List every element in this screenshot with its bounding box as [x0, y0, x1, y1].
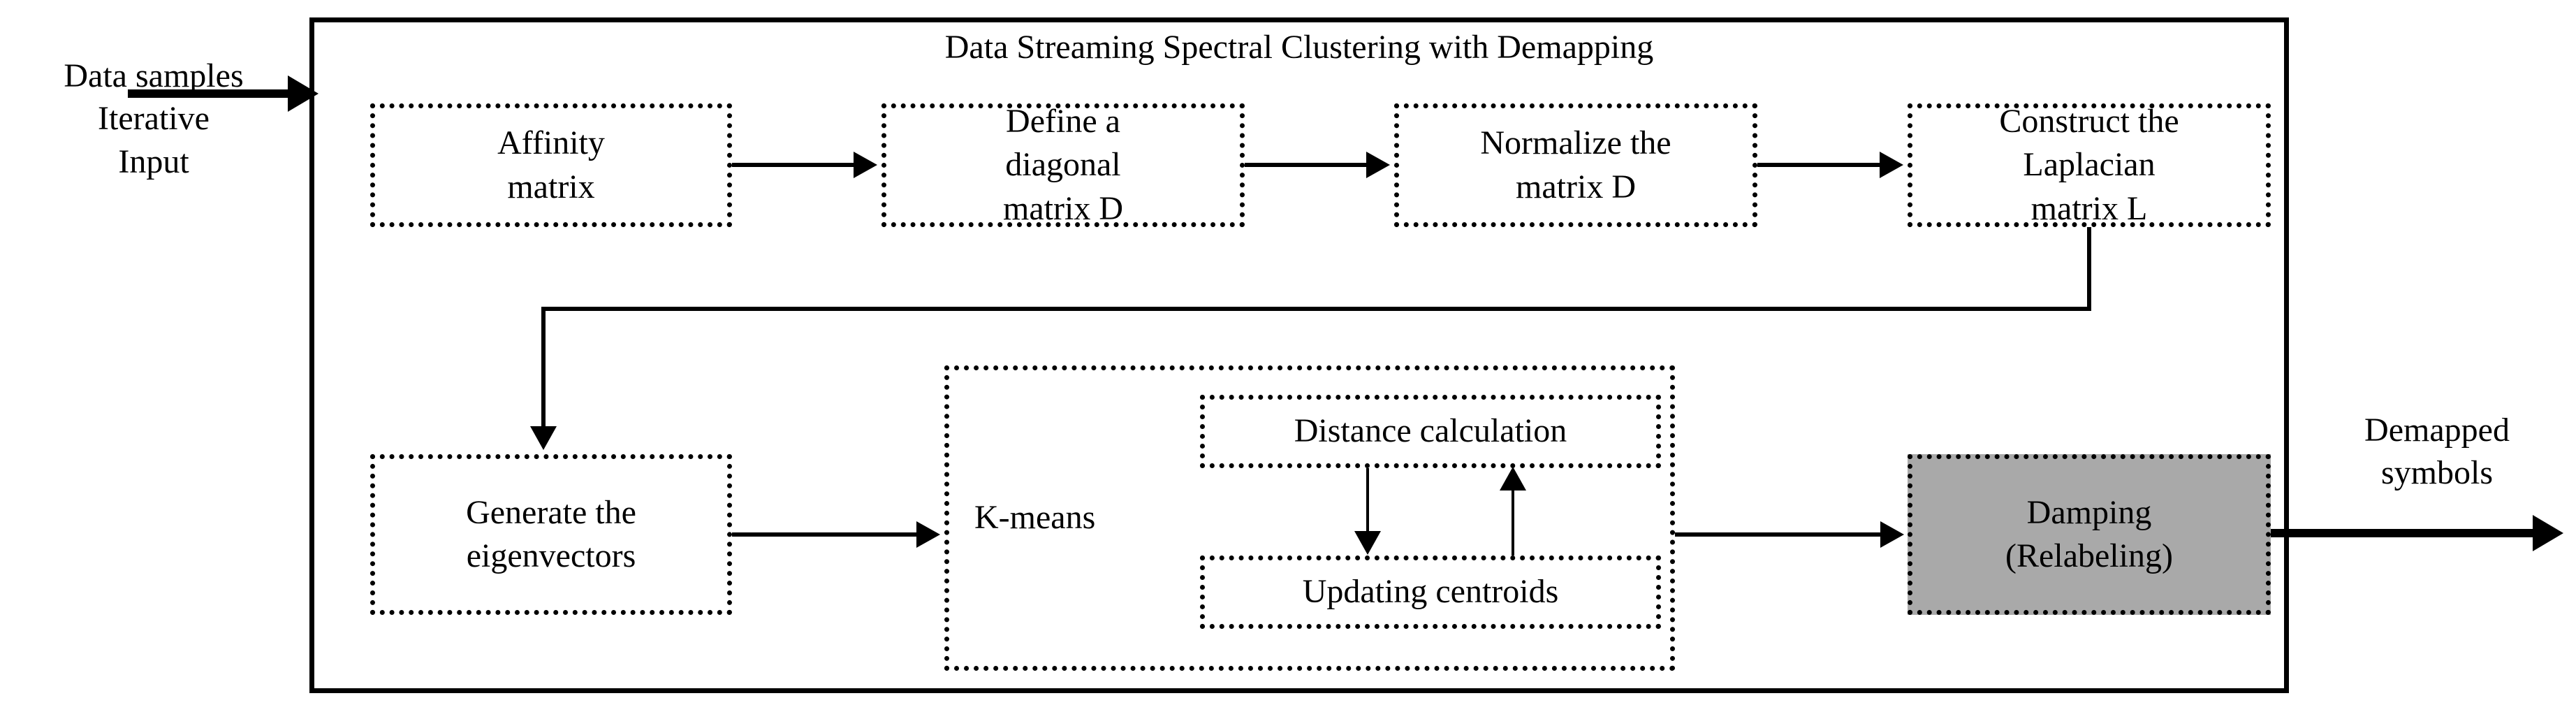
output-label-line-1: Demapped — [2364, 412, 2510, 449]
step-damping-relabeling-line-1: Damping — [2026, 493, 2152, 531]
connector-diagonal-to-normalize-head — [1366, 152, 1390, 178]
step-construct-laplacian-line-2: Laplacian — [2023, 146, 2156, 184]
output-label-line-2: symbols — [2380, 454, 2494, 492]
step-define-diagonal-matrix[interactable]: Define a diagonal matrix D — [881, 103, 1245, 227]
input-arrow-shaft — [128, 89, 294, 98]
step-generate-eigenvectors-line-1: Generate the — [466, 493, 636, 531]
step-construct-laplacian[interactable]: Construct the Laplacian matrix L — [1908, 103, 2271, 227]
connector-kmeans-to-damping-shaft — [1675, 532, 1885, 537]
connector-normalize-to-laplacian-head — [1880, 152, 1903, 178]
step-normalize-matrix-line-2: matrix D — [1516, 168, 1636, 205]
pipeline-container — [309, 17, 2289, 693]
step-define-diagonal-matrix-line-1: Define a — [1006, 102, 1120, 140]
connector-updating-to-distance-shaft — [1512, 489, 1514, 555]
step-normalize-matrix-line-1: Normalize the — [1480, 124, 1671, 162]
step-affinity-matrix-line-1: Affinity — [497, 124, 605, 162]
step-define-diagonal-matrix-line-2: diagonal — [1005, 146, 1121, 184]
diagram-title: Data Streaming Spectral Clustering with … — [944, 29, 1654, 66]
input-label-line-1: Data samples — [64, 57, 244, 94]
step-define-diagonal-matrix-line-3: matrix D — [1003, 189, 1123, 227]
step-generate-eigenvectors[interactable]: Generate the eigenvectors — [370, 454, 732, 615]
connector-laplacian-left-segment — [541, 307, 2091, 311]
connector-diagonal-to-normalize-shaft — [1245, 163, 1370, 167]
step-updating-centroids-label: Updating centroids — [1302, 573, 1559, 611]
step-damping-relabeling-line-2: (Relabeling) — [2005, 537, 2173, 574]
connector-affinity-to-diagonal-head — [854, 152, 877, 178]
step-normalize-matrix[interactable]: Normalize the matrix D — [1394, 103, 1757, 227]
step-damping-relabeling[interactable]: Damping (Relabeling) — [1908, 454, 2271, 615]
connector-distance-to-updating-shaft — [1366, 468, 1369, 535]
connector-laplacian-down-segment — [2087, 227, 2091, 311]
input-label-line-3: Input — [118, 143, 189, 180]
connector-eigenvectors-to-kmeans-head — [916, 521, 940, 548]
step-updating-centroids[interactable]: Updating centroids — [1200, 555, 1661, 629]
step-generate-eigenvectors-line-2: eigenvectors — [466, 537, 636, 574]
connector-affinity-to-diagonal-shaft — [732, 163, 858, 167]
output-label: Demapped symbols — [2298, 409, 2576, 495]
input-label-line-2: Iterative — [98, 100, 210, 138]
input-arrow-head — [288, 75, 319, 112]
step-distance-calculation-label: Distance calculation — [1294, 412, 1567, 450]
connector-down-to-eigenvectors-head — [530, 426, 557, 450]
output-arrow-shaft — [2271, 529, 2540, 537]
step-distance-calculation[interactable]: Distance calculation — [1200, 395, 1661, 468]
step-affinity-matrix-line-2: matrix — [507, 168, 595, 205]
step-construct-laplacian-line-3: matrix L — [2030, 189, 2148, 227]
connector-distance-to-updating-head — [1354, 531, 1381, 555]
output-arrow-head — [2533, 515, 2563, 551]
step-construct-laplacian-line-1: Construct the — [1999, 102, 2179, 140]
step-kmeans[interactable]: K-means — [944, 365, 1675, 671]
step-affinity-matrix[interactable]: Affinity matrix — [370, 103, 732, 227]
connector-down-to-eigenvectors-segment — [541, 307, 546, 429]
connector-eigenvectors-to-kmeans-shaft — [732, 532, 921, 537]
connector-normalize-to-laplacian-shaft — [1757, 163, 1883, 167]
step-kmeans-label: K-means — [974, 499, 1096, 537]
connector-kmeans-to-damping-head — [1880, 521, 1904, 548]
input-label: Data samples Iterative Input — [0, 55, 307, 183]
connector-updating-to-distance-head — [1500, 467, 1526, 491]
